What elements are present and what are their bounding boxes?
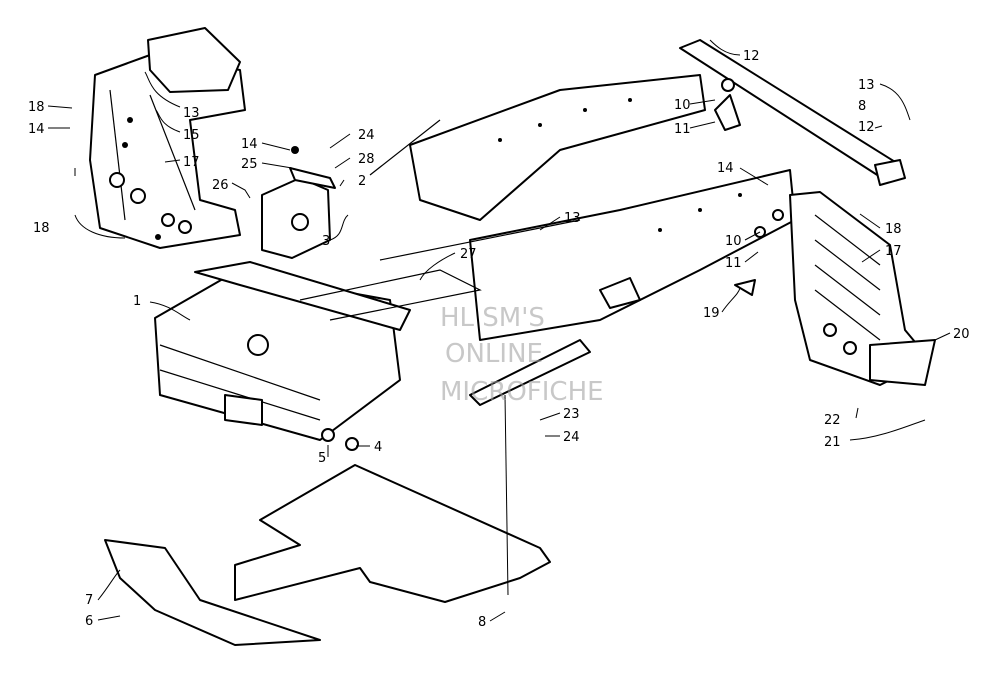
callout-17-left: 17 xyxy=(183,155,200,170)
callout-25: 25 xyxy=(241,157,258,172)
front-frame-box xyxy=(154,261,591,451)
callout-2: 2 xyxy=(358,174,366,189)
callout-5: 5 xyxy=(318,451,326,466)
main-tunnel xyxy=(369,74,796,341)
right-side-panel xyxy=(734,191,936,386)
callout-14-right: 14 xyxy=(717,161,734,176)
watermark: HL SM'S ONLINE MICROFICHE xyxy=(440,303,604,407)
callout-8-bottom: 8 xyxy=(478,615,486,630)
callout-14-center: 14 xyxy=(241,137,258,152)
belly-pan xyxy=(104,464,551,646)
callout-6: 6 xyxy=(85,614,93,629)
callout-4: 4 xyxy=(374,440,382,455)
callout-21: 21 xyxy=(824,435,841,450)
callout-18-left: 18 xyxy=(28,100,45,115)
callout-28: 28 xyxy=(358,152,375,167)
callout-24-top: 24 xyxy=(358,128,375,143)
left-bulkhead-bracket xyxy=(89,27,246,249)
callout-13-right: 13 xyxy=(858,78,875,93)
callout-7: 7 xyxy=(85,593,93,608)
callout-13-left: 13 xyxy=(183,106,200,121)
callout-3: 3 xyxy=(322,234,330,249)
callout-11-top: 11 xyxy=(674,122,691,137)
callout-10-top: 10 xyxy=(674,98,691,113)
leader-lines xyxy=(47,39,951,622)
callout-26: 26 xyxy=(212,178,229,193)
callout-17-right: 17 xyxy=(885,244,902,259)
callout-22: 22 xyxy=(824,413,841,428)
callout-18-bottom-left: 18 xyxy=(33,221,50,236)
callout-1: 1 xyxy=(133,294,141,309)
callout-10-right: 10 xyxy=(725,234,742,249)
callout-24-bottom: 24 xyxy=(563,430,580,445)
callout-18-right: 18 xyxy=(885,222,902,237)
callout-8-right: 8 xyxy=(858,99,866,114)
callout-27: 27 xyxy=(460,247,477,262)
callout-15: 15 xyxy=(183,128,200,143)
callout-13-center: 13 xyxy=(564,211,581,226)
callout-12-right: 12 xyxy=(858,120,875,135)
callout-19: 19 xyxy=(703,306,720,321)
callout-12-top: 12 xyxy=(743,49,760,64)
callout-11-right: 11 xyxy=(725,256,742,271)
watermark-line-1: HL SM'S xyxy=(440,303,545,333)
watermark-line-2: ONLINE xyxy=(445,339,543,369)
callout-23: 23 xyxy=(563,407,580,422)
callout-14-left: 14 xyxy=(28,122,45,137)
callouts: 18 14 13 15 17 18 26 14 25 24 28 2 3 13 … xyxy=(28,49,970,630)
watermark-line-3: MICROFICHE xyxy=(440,377,604,407)
callout-20: 20 xyxy=(953,327,970,342)
steering-crossbar xyxy=(679,39,906,186)
